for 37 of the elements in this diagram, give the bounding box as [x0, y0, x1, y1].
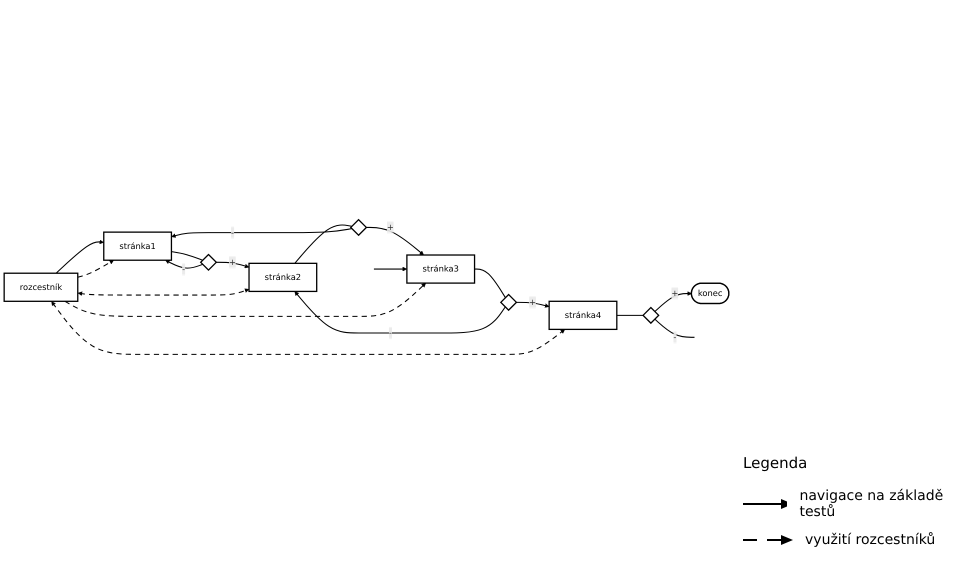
edge-label: - — [231, 227, 234, 238]
arrow — [165, 260, 203, 269]
edge-label: - — [388, 328, 392, 338]
node-box: stránka4 — [548, 300, 618, 330]
arrow — [216, 262, 250, 268]
node-diamond — [200, 254, 218, 272]
edge-label: + — [529, 297, 536, 308]
node-diamond — [350, 218, 368, 236]
legend-heading: Legenda — [743, 454, 808, 472]
legend-label: využití rozcestníků — [805, 532, 936, 548]
node-diamond — [500, 294, 518, 312]
arrow — [56, 240, 104, 274]
edge-label: + — [229, 257, 236, 267]
connector — [294, 224, 352, 264]
arrow — [51, 301, 566, 355]
node-box: stránka1 — [103, 231, 172, 261]
node-box: stránka2 — [248, 262, 318, 292]
edge-label: - — [673, 332, 676, 342]
arrow — [78, 260, 114, 278]
arrow — [366, 226, 424, 256]
connector — [616, 314, 643, 316]
arrow — [78, 288, 250, 296]
arrow — [654, 291, 692, 312]
connector — [654, 318, 695, 338]
node-diamond — [642, 306, 660, 324]
connector — [171, 251, 203, 261]
arrow — [64, 282, 426, 317]
edge-label: + — [671, 288, 678, 298]
legend-label: navigace na základě testů — [799, 488, 944, 520]
arrow — [374, 266, 408, 272]
arrow — [516, 302, 550, 308]
edge-label: + — [386, 222, 394, 232]
node-box: stránka3 — [406, 254, 476, 284]
edge-label: - — [182, 264, 186, 274]
arrow — [294, 291, 506, 334]
connector — [474, 268, 506, 298]
node-box: rozcestník — [4, 272, 78, 302]
